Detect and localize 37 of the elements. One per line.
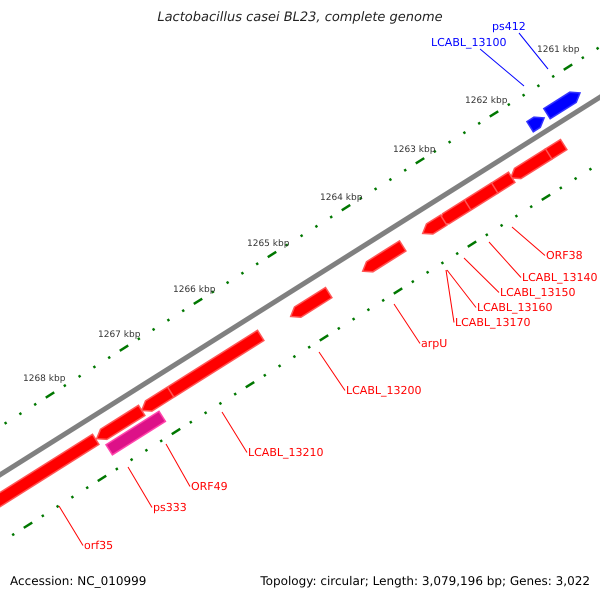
gene-label: LCABL_13140	[522, 272, 598, 283]
leader-line	[166, 444, 190, 487]
gene-label: arpU	[421, 338, 448, 349]
genome-info-text: Topology: circular; Length: 3,079,196 bp; Genes: 3,022	[260, 575, 590, 587]
gene-label: LCABL_13200	[346, 385, 422, 396]
gene-label: orf35	[84, 540, 114, 551]
map-title: Lactobacillus casei BL23, complete genome	[156, 11, 444, 24]
scale-label: 1267 kbp	[98, 331, 140, 340]
leader-line	[446, 270, 476, 308]
gene-label: LCABL_13100	[431, 37, 507, 48]
scale-label: 1264 kbp	[320, 194, 362, 203]
leader-line	[222, 412, 248, 453]
scale-label: 1263 kbp	[393, 146, 436, 155]
scale-label: 1268 kbp	[23, 375, 66, 384]
leader-line	[58, 506, 84, 546]
gene-label: ORF38	[546, 250, 583, 261]
accession-text: Accession: NC_010999	[10, 575, 146, 587]
gene-label: ps333	[153, 502, 187, 513]
gene-label: LCABL_13170	[455, 317, 531, 328]
scale-label: 1262 kbp	[465, 97, 508, 106]
gene-label: LCABL_13150	[500, 287, 576, 298]
scale-label: 1261 kbp	[537, 46, 580, 55]
leader-line	[480, 48, 524, 86]
gene-label: LCABL_13210	[248, 447, 324, 458]
leader-line	[128, 466, 152, 508]
leader-line	[488, 242, 522, 278]
leader-line	[446, 270, 454, 323]
gene-label: ps412	[492, 21, 526, 32]
leader-line	[464, 258, 500, 293]
gene-label: LCABL_13160	[477, 302, 553, 313]
leader-line	[394, 304, 420, 344]
leader-line	[318, 352, 346, 391]
scale-label: 1265 kbp	[247, 240, 290, 249]
leader-line	[512, 226, 546, 256]
leader-line	[518, 32, 548, 70]
gene-label: ORF49	[191, 481, 228, 492]
scale-label: 1266 kbp	[173, 286, 216, 295]
